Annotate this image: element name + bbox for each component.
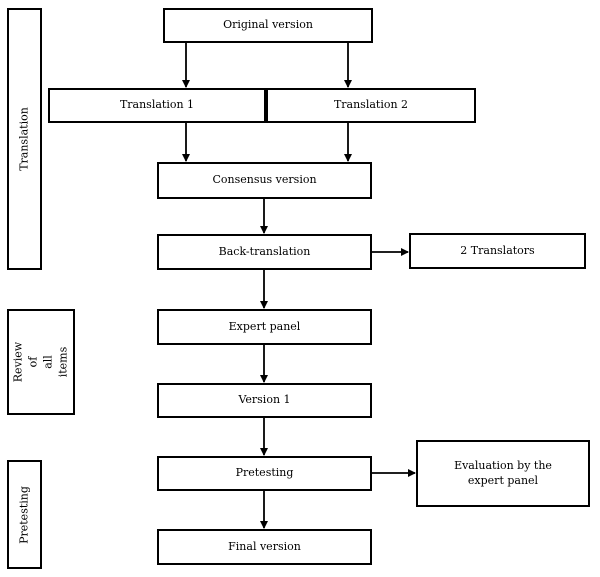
back-translation-box: Back-translation bbox=[157, 234, 372, 270]
consensus-version-box: Consensus version bbox=[157, 162, 372, 199]
pretesting-label: Pretesting bbox=[235, 466, 294, 480]
stage-pretesting: Pretesting bbox=[7, 460, 42, 569]
evaluation-label: Evaluation by the expert panel bbox=[454, 458, 552, 487]
translation-1-box: Translation 1 bbox=[48, 88, 266, 123]
expert-panel-box: Expert panel bbox=[157, 309, 372, 345]
translators-label: 2 Translators bbox=[460, 243, 535, 257]
translation-2-box: Translation 2 bbox=[266, 88, 476, 123]
original-version-box: Original version bbox=[163, 8, 373, 43]
translation-2-label: Translation 2 bbox=[333, 98, 409, 112]
final-version-box: Final version bbox=[157, 529, 372, 565]
evaluation-box: Evaluation by the expert panel bbox=[416, 440, 590, 507]
translation-1-label: Translation 1 bbox=[119, 98, 195, 112]
stage-translation: Translation bbox=[7, 8, 42, 270]
final-version-label: Final version bbox=[228, 539, 301, 553]
consensus-version-label: Consensus version bbox=[212, 173, 317, 187]
original-version-label: Original version bbox=[223, 18, 313, 32]
version-1-box: Version 1 bbox=[157, 383, 372, 418]
stage-review: Review of all items bbox=[7, 309, 75, 415]
version-1-label: Version 1 bbox=[238, 393, 291, 407]
expert-panel-label: Expert panel bbox=[228, 319, 301, 333]
back-translation-label: Back-translation bbox=[218, 244, 311, 258]
pretesting-box: Pretesting bbox=[157, 456, 372, 491]
translators-box: 2 Translators bbox=[409, 233, 586, 269]
